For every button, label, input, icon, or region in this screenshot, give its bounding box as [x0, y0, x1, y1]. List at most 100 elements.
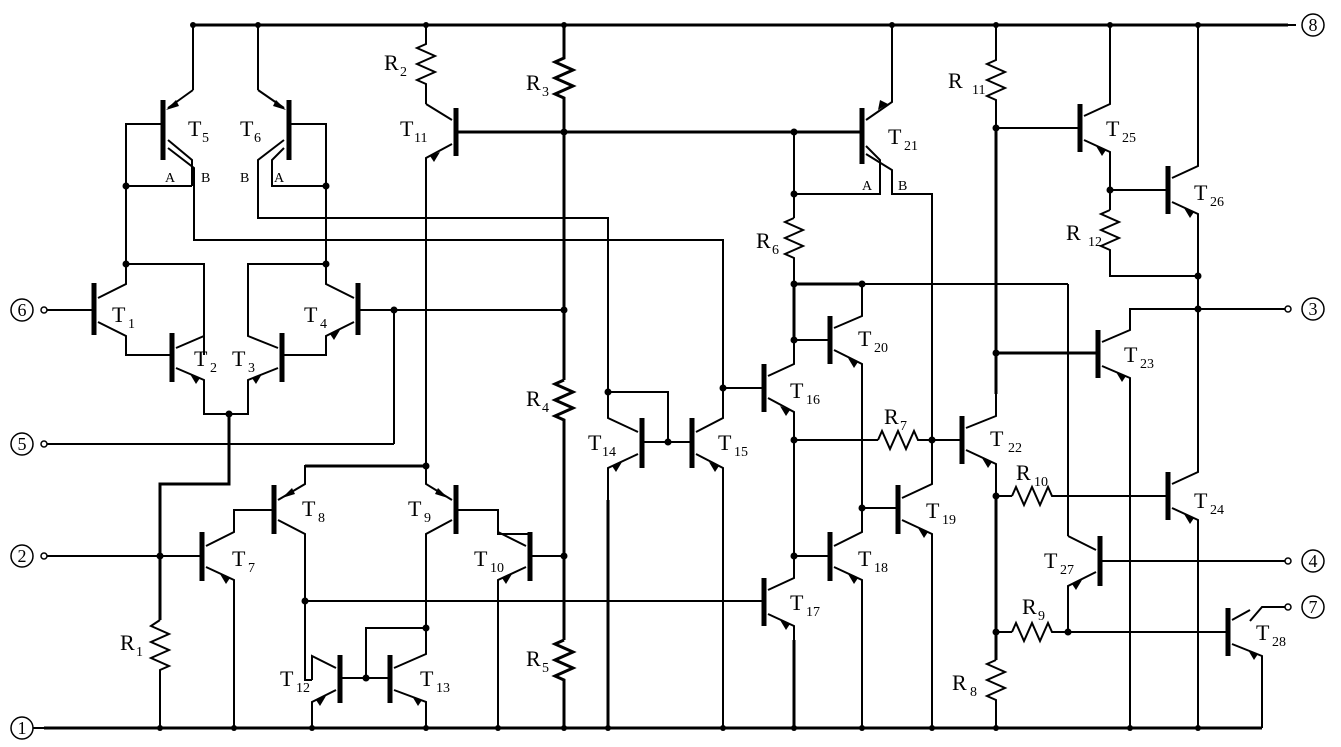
svg-text:B: B — [240, 171, 249, 186]
resistor-r3: R 3 — [526, 25, 577, 380]
transistor-t25: T 25 — [1077, 25, 1136, 210]
svg-text:27: 27 — [1060, 563, 1074, 578]
svg-text:16: 16 — [806, 393, 820, 408]
svg-text:T: T — [1194, 180, 1208, 205]
svg-text:T: T — [302, 496, 316, 521]
svg-text:13: 13 — [436, 681, 450, 696]
resistor-r12: R 12 — [1066, 209, 1198, 277]
svg-text:T: T — [420, 666, 434, 691]
svg-text:22: 22 — [1008, 441, 1022, 456]
resistor-r9: R 9 — [1011, 594, 1228, 644]
svg-text:R: R — [1022, 594, 1037, 619]
svg-text:1: 1 — [18, 718, 27, 738]
pin-7[interactable]: 7 — [1249, 595, 1325, 622]
svg-text:7: 7 — [900, 419, 907, 434]
transistor-t26: T 26 — [1165, 25, 1224, 309]
svg-text:T: T — [888, 124, 902, 149]
svg-text:A: A — [165, 171, 176, 186]
svg-text:12: 12 — [296, 681, 310, 696]
svg-text:R: R — [526, 646, 541, 671]
transistor-t15: T 15 — [689, 388, 748, 728]
svg-text:25: 25 — [1122, 131, 1136, 146]
svg-text:T: T — [232, 546, 246, 571]
svg-text:R: R — [948, 68, 963, 93]
svg-text:T: T — [990, 426, 1004, 451]
svg-text:3: 3 — [1309, 299, 1318, 319]
svg-text:T: T — [304, 302, 318, 327]
svg-text:11: 11 — [414, 131, 427, 146]
svg-text:R: R — [952, 670, 967, 695]
svg-text:11: 11 — [972, 83, 985, 98]
svg-text:5: 5 — [542, 661, 549, 676]
transistor-t8: T 8 — [271, 465, 426, 681]
resistor-r11: R 11 — [948, 25, 1008, 128]
svg-text:26: 26 — [1210, 195, 1224, 210]
svg-text:T: T — [858, 326, 872, 351]
svg-text:T: T — [1124, 342, 1138, 367]
transistor-t5: T 5 A B — [125, 25, 724, 388]
pin-3[interactable]: 3 — [1198, 297, 1325, 321]
svg-text:7: 7 — [248, 561, 255, 576]
svg-text:14: 14 — [602, 445, 616, 460]
svg-text:21: 21 — [904, 139, 918, 154]
svg-text:T: T — [408, 496, 422, 521]
svg-text:B: B — [201, 171, 210, 186]
svg-text:T: T — [790, 378, 804, 403]
svg-text:2: 2 — [18, 546, 27, 566]
resistor-r1: R 1 — [120, 619, 172, 728]
svg-text:1: 1 — [136, 645, 143, 660]
transistor-t20: T 20 — [794, 284, 888, 508]
svg-text:6: 6 — [254, 131, 261, 146]
svg-text:T: T — [1106, 116, 1120, 141]
svg-text:8: 8 — [970, 685, 977, 700]
resistor-r10: R 10 — [1011, 460, 1168, 508]
transistor-t24: T 24 — [1165, 309, 1224, 728]
svg-text:3: 3 — [542, 85, 549, 100]
resistor-r4: R 4 — [526, 378, 577, 640]
svg-text:17: 17 — [806, 605, 820, 620]
transistor-t23: T 23 — [1095, 308, 1198, 728]
svg-text:T: T — [718, 430, 732, 455]
svg-text:28: 28 — [1272, 635, 1286, 650]
transistor-t14: T 14 — [588, 392, 692, 728]
svg-text:T: T — [790, 590, 804, 615]
resistor-r6: R 6 — [756, 217, 806, 284]
pin-1[interactable]: 1 — [10, 716, 44, 740]
svg-text:T: T — [926, 498, 940, 523]
resistor-r7: R 7 — [877, 404, 960, 452]
svg-text:12: 12 — [1088, 235, 1102, 250]
svg-text:19: 19 — [942, 513, 956, 528]
svg-text:R: R — [884, 404, 899, 429]
svg-text:R: R — [120, 630, 135, 655]
transistor-t4: T 4 — [282, 264, 564, 356]
svg-text:T: T — [194, 346, 208, 371]
svg-text:6: 6 — [18, 300, 27, 320]
svg-text:R: R — [526, 386, 541, 411]
transistor-t3: T 3 — [229, 263, 326, 415]
pin-2[interactable]: 2 — [10, 544, 202, 568]
pin-8[interactable]: 8 — [1288, 13, 1325, 37]
transistor-t21: T 21 A B — [794, 25, 933, 440]
svg-text:4: 4 — [1309, 551, 1318, 571]
transistor-t9: T 9 — [408, 466, 528, 626]
svg-text:9: 9 — [424, 511, 431, 526]
svg-text:T: T — [232, 346, 246, 371]
svg-text:5: 5 — [202, 131, 209, 146]
svg-text:8: 8 — [318, 511, 325, 526]
pin-6[interactable]: 6 — [10, 298, 92, 322]
svg-text:T: T — [858, 546, 872, 571]
svg-text:T: T — [112, 302, 126, 327]
pin-5[interactable]: 5 — [10, 432, 394, 456]
transistor-t28: T 28 — [1225, 608, 1286, 728]
transistor-t13: T 13 — [387, 626, 450, 728]
pin-4[interactable]: 4 — [1100, 549, 1325, 573]
svg-text:7: 7 — [1309, 597, 1318, 617]
resistor-r5: R 5 — [526, 638, 577, 728]
transistor-t17: T 17 — [761, 556, 820, 728]
svg-text:T: T — [1256, 620, 1270, 645]
svg-text:24: 24 — [1210, 503, 1224, 518]
svg-text:4: 4 — [542, 401, 549, 416]
transistor-t18: T 18 — [794, 508, 888, 728]
svg-text:T: T — [474, 546, 488, 571]
svg-text:R: R — [756, 228, 771, 253]
